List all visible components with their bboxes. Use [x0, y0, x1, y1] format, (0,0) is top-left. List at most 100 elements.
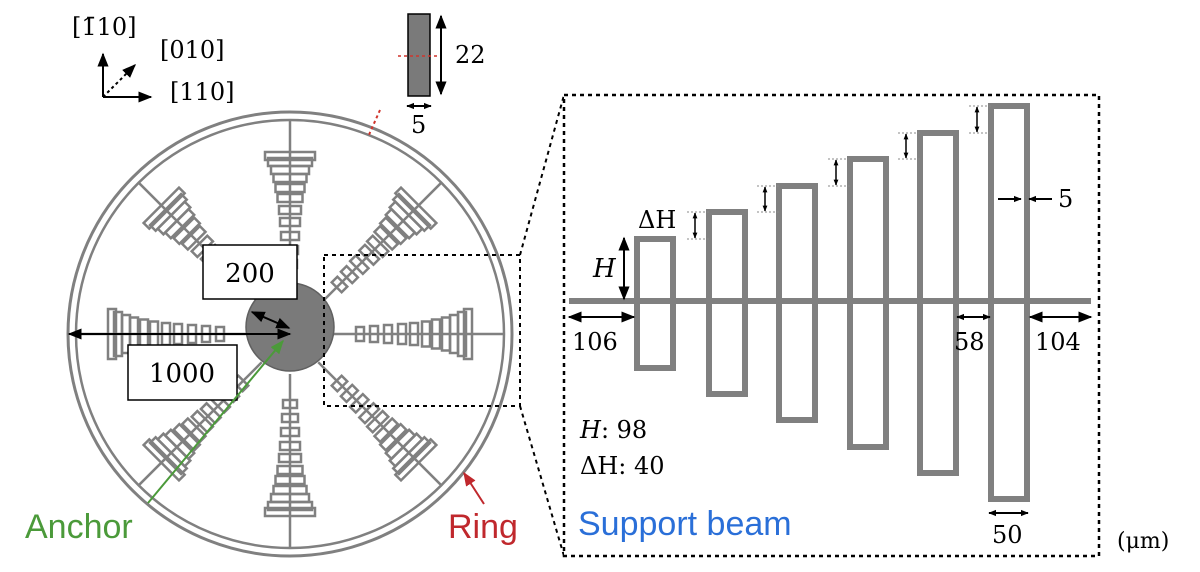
- spoke-beam: [276, 192, 304, 204]
- dim-5-label: 5: [1058, 185, 1073, 213]
- beam-cross-section-rect: [407, 13, 431, 97]
- spoke: [263, 374, 317, 548]
- spoke-beam: [163, 207, 196, 240]
- spoke-beam: [368, 324, 380, 344]
- axis-indicator: [1̄10] [010] [110]: [72, 13, 235, 106]
- spoke-beam: [274, 182, 306, 194]
- note-h-name: H: [579, 416, 602, 444]
- spoke-beam: [276, 464, 304, 476]
- ring-red-dash: [367, 109, 381, 138]
- spoke-beam: [281, 398, 299, 410]
- beam-loop: [847, 156, 889, 450]
- unit-label: (μm): [1117, 529, 1169, 554]
- beam-loop: [634, 236, 676, 371]
- spoke-beam: [277, 204, 303, 216]
- dim-106-label: 106: [572, 328, 618, 356]
- delta-h-label: ΔH: [638, 206, 676, 234]
- zoom-region: [323, 254, 521, 407]
- spoke-beam: [430, 318, 442, 350]
- support-beam-caption: Support beam: [578, 505, 792, 543]
- zoom-connector-bottom: [519, 405, 565, 557]
- spoke-beam: [354, 325, 366, 343]
- spoke-beam: [348, 253, 371, 276]
- label-200: 200: [225, 259, 275, 289]
- axis-label-diagonal: [010]: [160, 36, 225, 64]
- delta-h-markers: [687, 105, 991, 240]
- spoke-beam: [141, 437, 187, 483]
- spoke-beam: [329, 274, 350, 295]
- beam-cross-section: 22 5: [398, 13, 486, 139]
- anchor-pointer: [147, 339, 284, 504]
- note-delta-h-value: : 40: [618, 452, 664, 480]
- note-delta-h-name: ΔH: [580, 452, 618, 480]
- spoke-beam: [274, 474, 306, 486]
- note-h-value: : 98: [601, 416, 647, 444]
- spoke: [317, 181, 443, 307]
- beam-loop: [917, 130, 959, 476]
- beam-loop: [706, 209, 748, 397]
- anchor-radius-arrow: [250, 311, 291, 329]
- label-box-1000: [127, 344, 238, 401]
- folded-beam-loops: [634, 103, 1030, 502]
- spoke-beam: [384, 207, 417, 240]
- anchor-label: Anchor: [25, 508, 133, 546]
- label-1000: 1000: [149, 359, 215, 389]
- spoke-beam: [378, 422, 409, 453]
- spoke-beam: [378, 215, 409, 246]
- spoke-beam: [278, 440, 302, 452]
- resonator-overview: 200 1000 Anchor Ring: [25, 109, 521, 558]
- spoke-beam: [393, 437, 439, 483]
- parameter-note-h: H: 98: [579, 416, 647, 444]
- axis-label-up: [1̄10]: [72, 13, 137, 41]
- dim-58-label: 58: [954, 328, 985, 356]
- inset-frame: [562, 93, 1101, 558]
- spoke-beam: [393, 185, 439, 231]
- spoke-beam: [272, 484, 308, 496]
- spoke-beam: [440, 316, 452, 352]
- spoke-beam: [396, 322, 408, 346]
- spoke-beam: [180, 224, 208, 252]
- spoke-beam: [382, 323, 394, 345]
- spoke-beam: [279, 426, 301, 438]
- axis-label-right: [110]: [170, 78, 235, 106]
- spoke-beam: [372, 416, 400, 444]
- spoke-beam: [263, 506, 317, 518]
- spoke-beam: [408, 321, 420, 347]
- dim-104-label: 104: [1035, 328, 1081, 356]
- label-box-200: [202, 244, 298, 300]
- spoke-beam: [365, 233, 391, 259]
- spoke-beam: [180, 416, 208, 444]
- spoke-beam: [171, 215, 202, 246]
- spoke-beam: [141, 185, 187, 231]
- spoke-beam: [420, 320, 432, 348]
- spoke-beam: [277, 452, 303, 464]
- spoke: [330, 307, 504, 361]
- spoke-beam: [357, 243, 381, 267]
- spoke-beam: [339, 383, 360, 404]
- spoke-beam: [372, 224, 400, 252]
- beam-height-label: 22: [455, 41, 486, 69]
- spoke-beam: [384, 428, 417, 461]
- axis-diagonal-arrow: [102, 64, 136, 98]
- spoke-beam: [280, 412, 300, 424]
- parameter-note-delta-h: ΔH: 40: [580, 452, 665, 480]
- spoke-beam: [339, 264, 360, 285]
- support-beam-inset: H ΔH 106 58 104 5 50 H: 98 ΔH: 40 Suppor…: [562, 93, 1101, 558]
- spoke-beam: [365, 409, 391, 435]
- spoke-beam: [278, 216, 302, 228]
- spoke-beam: [263, 150, 317, 162]
- spoke-beam: [171, 422, 202, 453]
- spoke: [317, 361, 443, 487]
- beam-width-label: 5: [411, 111, 426, 139]
- spoke-beam: [329, 373, 350, 394]
- spoke-beam: [272, 172, 308, 184]
- ring-label: Ring: [448, 508, 518, 546]
- zoom-connector-top: [519, 94, 565, 256]
- spoke-beam: [163, 428, 196, 461]
- h-label: H: [592, 254, 617, 284]
- dim-50-label: 50: [992, 521, 1023, 549]
- ring-pointer: [463, 471, 485, 505]
- spoke-beam: [462, 307, 474, 361]
- beam-loop: [776, 183, 818, 423]
